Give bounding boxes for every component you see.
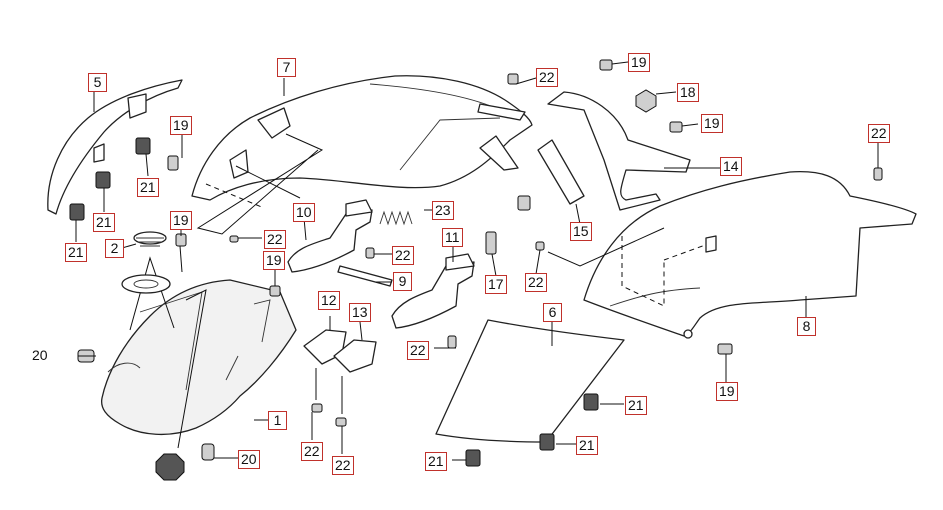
part-23-spring <box>379 209 432 226</box>
callout-19: 19 <box>701 114 723 133</box>
callout-22: 22 <box>868 124 890 143</box>
callout-19: 19 <box>263 251 285 270</box>
part-1-inner-cover <box>100 256 297 449</box>
callout-9: 9 <box>393 272 412 291</box>
callout-21: 21 <box>625 396 647 415</box>
callout-22: 22 <box>536 68 558 87</box>
part-10-clamp <box>287 199 373 273</box>
part-2-grommet <box>121 231 171 294</box>
part-7-rear-cowl <box>191 75 533 235</box>
callout-22: 22 <box>332 456 354 475</box>
hardware-screws <box>77 59 883 481</box>
callout-1: 1 <box>268 411 287 430</box>
callout-21: 21 <box>93 213 115 232</box>
callout-6: 6 <box>543 303 562 322</box>
callout-22: 22 <box>264 230 286 249</box>
part-15-plate <box>537 139 585 225</box>
callout-2: 2 <box>105 239 124 258</box>
part-14-bracket <box>547 91 720 211</box>
callout-19: 19 <box>716 382 738 401</box>
part-6-side-panel <box>435 319 625 443</box>
callout-21: 21 <box>137 178 159 197</box>
callout-19: 19 <box>170 116 192 135</box>
callout-19: 19 <box>170 211 192 230</box>
callout-13: 13 <box>349 303 371 322</box>
callout-21: 21 <box>425 452 447 471</box>
part-5-rear-strip <box>47 79 183 215</box>
hardware-clips <box>69 137 599 467</box>
label-20: 20 <box>32 347 48 363</box>
callout-22: 22 <box>407 341 429 360</box>
callout-7: 7 <box>277 58 296 77</box>
callout-21: 21 <box>576 436 598 455</box>
callout-23: 23 <box>432 201 454 220</box>
callout-19: 19 <box>628 53 650 72</box>
callout-14: 14 <box>720 157 742 176</box>
callout-15: 15 <box>570 222 592 241</box>
part-9-shaft <box>337 265 393 287</box>
callout-12: 12 <box>318 291 340 310</box>
callout-17: 17 <box>485 275 507 294</box>
callout-22: 22 <box>525 273 547 292</box>
callout-5: 5 <box>88 73 107 92</box>
callout-10: 10 <box>293 203 315 222</box>
callout-18: 18 <box>677 83 699 102</box>
part-13-block <box>333 321 377 414</box>
callout-leaders <box>75 61 879 461</box>
callout-22: 22 <box>392 246 414 265</box>
callout-21: 21 <box>65 243 87 262</box>
part-11-clamp <box>391 246 475 329</box>
callout-22: 22 <box>301 442 323 461</box>
callout-11: 11 <box>442 228 463 247</box>
callout-20: 20 <box>238 450 260 469</box>
callout-8: 8 <box>797 317 816 336</box>
part-8-body-cover <box>547 170 917 339</box>
